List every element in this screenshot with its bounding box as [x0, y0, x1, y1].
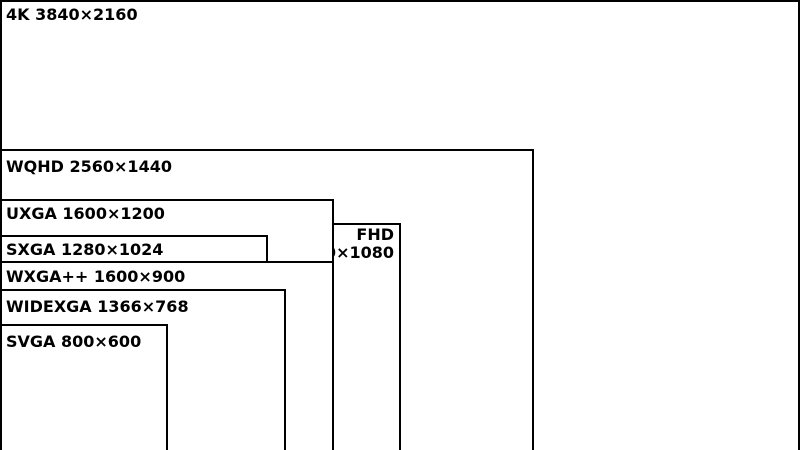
resolution-label-widexga: WIDEXGA 1366×768: [6, 297, 189, 316]
resolution-label-wqhd: WQHD 2560×1440: [6, 157, 172, 176]
resolution-box-svga: [0, 324, 168, 450]
resolution-label-fhd-name: FHD: [356, 225, 394, 244]
resolution-label-4k: 4K 3840×2160: [6, 5, 138, 24]
resolution-label-sxga: SXGA 1280×1024: [6, 240, 163, 259]
resolution-label-wxgapp: WXGA++ 1600×900: [6, 267, 185, 286]
resolution-label-svga: SVGA 800×600: [6, 332, 141, 351]
resolution-label-uxga: UXGA 1600×1200: [6, 204, 165, 223]
resolution-box-sxga: [0, 235, 268, 263]
